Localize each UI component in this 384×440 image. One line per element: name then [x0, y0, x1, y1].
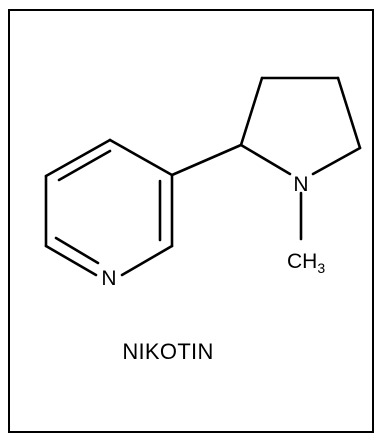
bond-c6-n1: [44, 244, 98, 277]
molecule-caption: NIKOTIN: [122, 339, 213, 364]
bond-n-c2p: [239, 143, 292, 176]
bond-c5p-n: [311, 146, 362, 176]
pyridine-ring: [44, 138, 174, 277]
bond-pyridine-pyrrolidine: [170, 143, 243, 177]
methyl-subscript: 3: [317, 260, 325, 276]
bond-c2p-c3p: [239, 76, 264, 147]
pyridine-nitrogen-label: N: [101, 267, 116, 290]
methyl-ch: CH: [287, 250, 317, 273]
methyl-label: CH3: [287, 250, 325, 276]
figure-frame: [8, 9, 374, 433]
double-bond-c6-n1: [54, 236, 100, 265]
bond-c4-c5: [44, 138, 112, 178]
double-bond-c4-c5: [57, 149, 112, 182]
bond-n1-c2: [120, 244, 174, 277]
bond-c4p-c5p: [336, 76, 362, 150]
pyrrolidine-nitrogen-label: N: [293, 173, 308, 196]
pyrrolidine-ring: [239, 76, 362, 176]
bond-c3-c4: [108, 138, 174, 177]
